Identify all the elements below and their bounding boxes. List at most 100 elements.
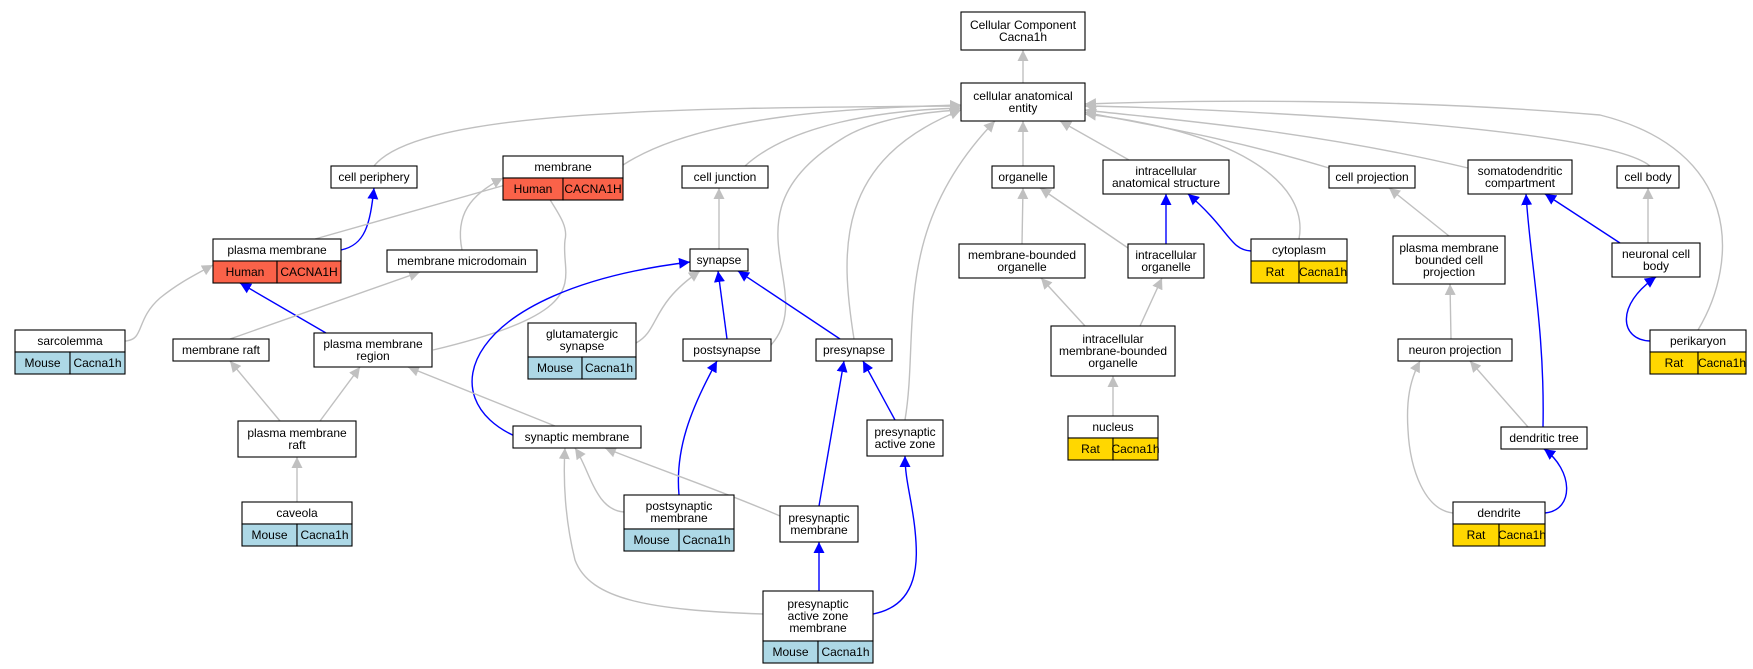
annotation-species-nucleus: Rat bbox=[1081, 442, 1100, 456]
edge-is-a-glut-synapse-to-synapse bbox=[635, 270, 701, 344]
node-cell-junction[interactable]: cell junction bbox=[681, 165, 769, 189]
edge-is-a-imbo-to-intracellular-organelle bbox=[1139, 277, 1163, 327]
node-label-imbo: organelle bbox=[1088, 356, 1138, 370]
node-synaptic-membrane[interactable]: synaptic membrane bbox=[512, 425, 642, 449]
node-postsynapse[interactable]: postsynapse bbox=[682, 338, 772, 362]
node-membrane-microdomain[interactable]: membrane microdomain bbox=[386, 249, 538, 273]
node-label-membrane: membrane bbox=[534, 160, 592, 174]
node-label-intracellular-organelle: organelle bbox=[1141, 260, 1191, 274]
node-box-presynapse bbox=[815, 338, 893, 362]
node-dendritic-tree[interactable]: dendritic tree bbox=[1500, 426, 1588, 450]
edge-is-a-membrane-to-cae bbox=[622, 99, 962, 166]
edge-is-a-mbo-to-organelle bbox=[1017, 187, 1029, 245]
node-label-pm-raft: plasma membrane bbox=[247, 426, 347, 440]
annotation-gene-cell-cytoplasm bbox=[1298, 260, 1348, 284]
node-box-pazm bbox=[762, 590, 874, 642]
edge-is-a-synaptic-membrane-to-pm-region bbox=[407, 365, 556, 427]
node-box-cell-projection bbox=[1328, 165, 1416, 189]
edge-is-a-cytoplasm-to-cae bbox=[1084, 109, 1301, 240]
node-label-nucleus: nucleus bbox=[1092, 420, 1133, 434]
node-label-pmbcp: projection bbox=[1423, 265, 1475, 279]
node-box-neuron-projection bbox=[1397, 338, 1513, 362]
annotation-gene-cell-perikaryon bbox=[1697, 351, 1747, 375]
annotation-gene-postsyn-membrane: Cacna1h bbox=[682, 533, 730, 547]
node-label-ias: anatomical structure bbox=[1112, 176, 1220, 190]
node-label-imbo: membrane-bounded bbox=[1059, 344, 1167, 358]
node-box-pm-region bbox=[313, 332, 433, 368]
node-label-pmbcp: bounded cell bbox=[1415, 253, 1483, 267]
edge-is-a-intracellular-organelle-to-organelle bbox=[1039, 187, 1129, 249]
node-label-membrane-microdomain: membrane microdomain bbox=[397, 254, 526, 268]
node-membrane-raft[interactable]: membrane raft bbox=[172, 338, 270, 362]
node-label-pm-region: region bbox=[356, 349, 389, 363]
node-cell-body[interactable]: cell body bbox=[1616, 165, 1680, 189]
annotation-gene-cell-sarcolemma bbox=[69, 351, 126, 375]
node-neuron-projection[interactable]: neuron projection bbox=[1397, 338, 1513, 362]
annotation-species-glut-synapse: Mouse bbox=[537, 361, 573, 375]
node-box-cell-junction bbox=[681, 165, 769, 189]
edges-layer bbox=[124, 50, 1724, 615]
node-label-perikaryon: perikaryon bbox=[1670, 334, 1726, 348]
node-presynapse[interactable]: presynapse bbox=[815, 338, 893, 362]
edge-is-a-cell-body-to-cae bbox=[1084, 100, 1651, 167]
edge-part-of-neuronal-cell-body-to-somatodendritic bbox=[1544, 193, 1621, 244]
node-label-dendritic-tree: dendritic tree bbox=[1509, 431, 1579, 445]
edge-is-a-membrane-raft-to-membrane-microdomain bbox=[229, 270, 421, 340]
annotation-species-perikaryon: Rat bbox=[1665, 356, 1684, 370]
annotation-gene-cell-postsyn-membrane bbox=[678, 528, 735, 552]
node-box-cell-periphery bbox=[330, 165, 418, 189]
edge-part-of-postsynapse-to-synapse bbox=[713, 270, 728, 340]
node-label-imbo: intracellular bbox=[1082, 332, 1143, 346]
edge-is-a-cell-junction-to-cae bbox=[744, 102, 962, 167]
annotation-gene-pazm: Cacna1h bbox=[821, 645, 869, 659]
annotation-gene-nucleus: Cacna1h bbox=[1111, 442, 1159, 456]
node-cell-projection[interactable]: cell projection bbox=[1328, 165, 1416, 189]
node-box-postsynapse bbox=[682, 338, 772, 362]
node-box-somatodendritic bbox=[1467, 159, 1573, 195]
node-box-neuronal-cell-body bbox=[1611, 242, 1701, 278]
edge-is-a-presynapse-to-cae bbox=[846, 108, 962, 340]
node-label-mbo: membrane-bounded bbox=[968, 248, 1076, 262]
node-box-ias bbox=[1102, 159, 1230, 195]
node-cell-periphery[interactable]: cell periphery bbox=[330, 165, 418, 189]
edge-is-a-perikaryon-to-cae bbox=[1084, 98, 1724, 331]
node-label-pazm: membrane bbox=[789, 621, 847, 635]
node-label-pre-active-zone: presynaptic bbox=[874, 425, 935, 439]
node-box-pm-raft bbox=[237, 420, 357, 458]
node-box-organelle bbox=[991, 165, 1055, 189]
node-label-organelle: organelle bbox=[998, 170, 1048, 184]
node-synapse[interactable]: synapse bbox=[689, 248, 749, 272]
annotation-species-dendrite: Rat bbox=[1467, 528, 1486, 542]
node-organelle[interactable]: organelle bbox=[991, 165, 1055, 189]
edge-part-of-presynapse-to-synapse bbox=[737, 270, 841, 340]
node-box-cell-body bbox=[1616, 165, 1680, 189]
node-label-mbo: organelle bbox=[997, 260, 1047, 274]
edge-is-a-cell-periphery-to-cae bbox=[373, 100, 962, 167]
node-box-presyn-membrane bbox=[779, 505, 859, 543]
